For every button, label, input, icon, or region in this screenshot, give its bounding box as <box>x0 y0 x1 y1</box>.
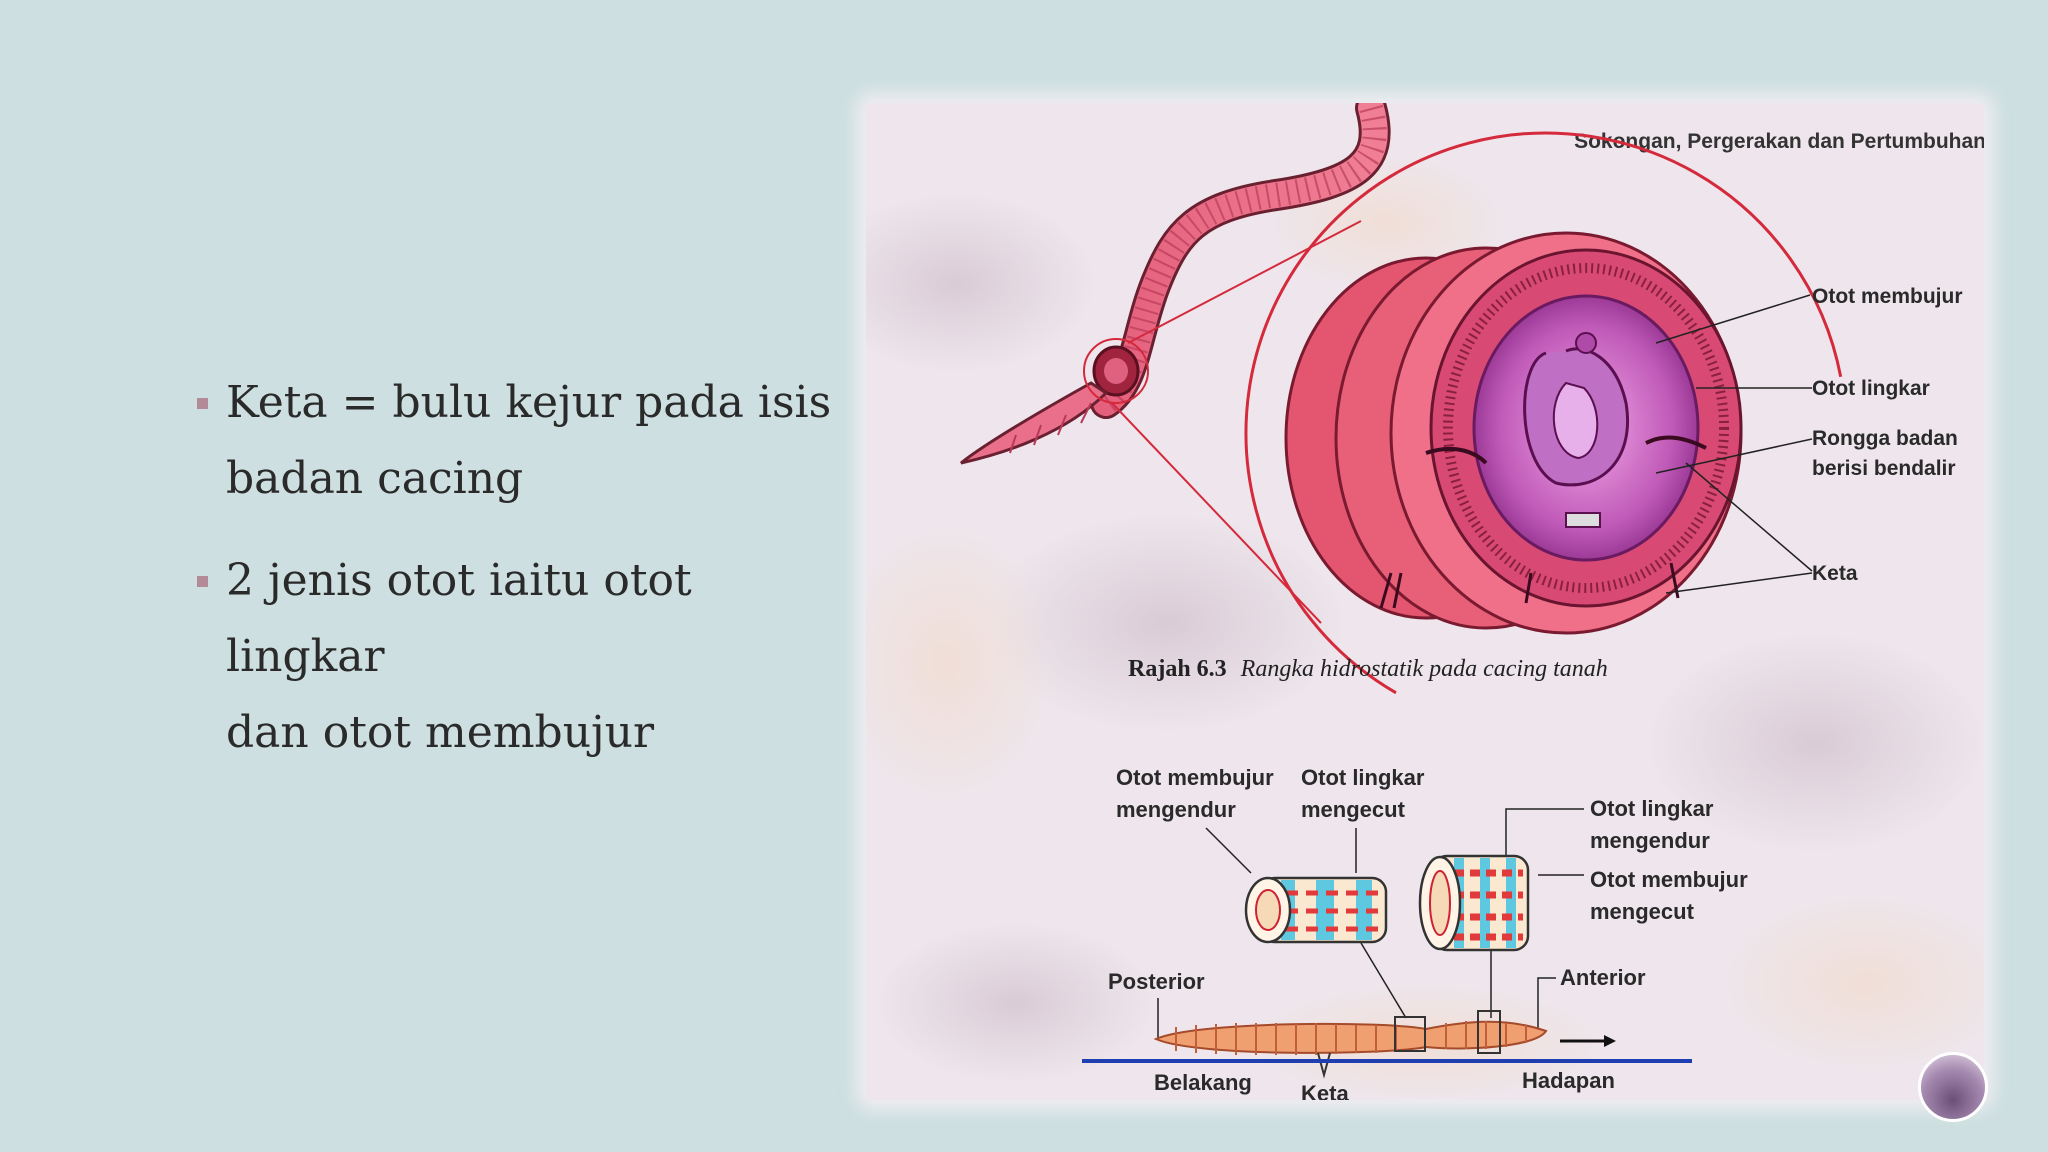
label-anterior: Anterior <box>1560 965 1646 990</box>
label-lingkar-mengecut-2: mengecut <box>1301 797 1406 822</box>
worm-cross-section <box>1244 131 1848 735</box>
bullet-marker <box>197 398 208 409</box>
top-leader-lines <box>1655 294 1813 594</box>
earthworm-illustration <box>960 103 1391 624</box>
label-keta-bottom: Keta <box>1301 1081 1349 1100</box>
label-membujur-mengendur-1: Otot membujur <box>1116 765 1274 790</box>
caption-number: Rajah 6.3 <box>1128 656 1227 682</box>
label-berisi-bendalir: berisi bendalir <box>1812 457 1956 480</box>
label-belakang: Belakang <box>1154 1070 1252 1095</box>
label-rongga-badan: Rongga badan <box>1812 427 1958 450</box>
label-lingkar-mengendur-1: Otot lingkar <box>1590 796 1714 821</box>
label-lingkar-mengendur-2: mengendur <box>1590 828 1710 853</box>
label-membujur-mengecut-2: mengecut <box>1590 899 1695 924</box>
earthworm-diagram: Sokongan, Pergerakan dan Pertumbuhan <box>866 103 1984 1100</box>
label-posterior: Posterior <box>1108 969 1205 994</box>
bullet-text-line: badan cacing <box>226 453 524 504</box>
bullet-text-line: Keta = bulu kejur pada isis <box>226 377 832 428</box>
slide-nav-button[interactable] <box>1918 1052 1988 1122</box>
bullet-text-line: dan otot membujur <box>226 707 655 758</box>
label-membujur-mengendur-2: mengendur <box>1116 797 1236 822</box>
caption-text: Rangka hidrostatik pada cacing tanah <box>1240 656 1608 682</box>
label-keta: Keta <box>1812 562 1858 585</box>
muscle-tube-contracted <box>1418 854 1530 952</box>
bullet-marker <box>197 576 208 587</box>
label-otot-membujur: Otot membujur <box>1812 285 1963 308</box>
bullet-text-line: 2 jenis otot iaitu otot lingkar <box>226 555 692 682</box>
diagram-canvas: Sokongan, Pergerakan dan Pertumbuhan <box>866 103 1984 1100</box>
label-membujur-mengecut-1: Otot membujur <box>1590 867 1748 892</box>
muscle-tube-relaxed <box>1244 876 1388 944</box>
figure-caption: Rajah 6.3 Rangka hidrostatik pada cacing… <box>1128 656 1608 682</box>
label-hadapan: Hadapan <box>1522 1068 1615 1093</box>
figure-header: Sokongan, Pergerakan dan Pertumbuhan <box>1574 130 1984 153</box>
label-lingkar-mengecut-1: Otot lingkar <box>1301 765 1425 790</box>
label-otot-lingkar: Otot lingkar <box>1812 377 1930 400</box>
bullet-list: Keta = bulu kejur pada isis badan cacing… <box>195 365 855 797</box>
bullet-item: 2 jenis otot iaitu otot lingkar dan otot… <box>195 543 855 771</box>
bottom-leader-lines <box>1157 808 1584 1038</box>
bullet-item: Keta = bulu kejur pada isis badan cacing <box>195 365 855 517</box>
